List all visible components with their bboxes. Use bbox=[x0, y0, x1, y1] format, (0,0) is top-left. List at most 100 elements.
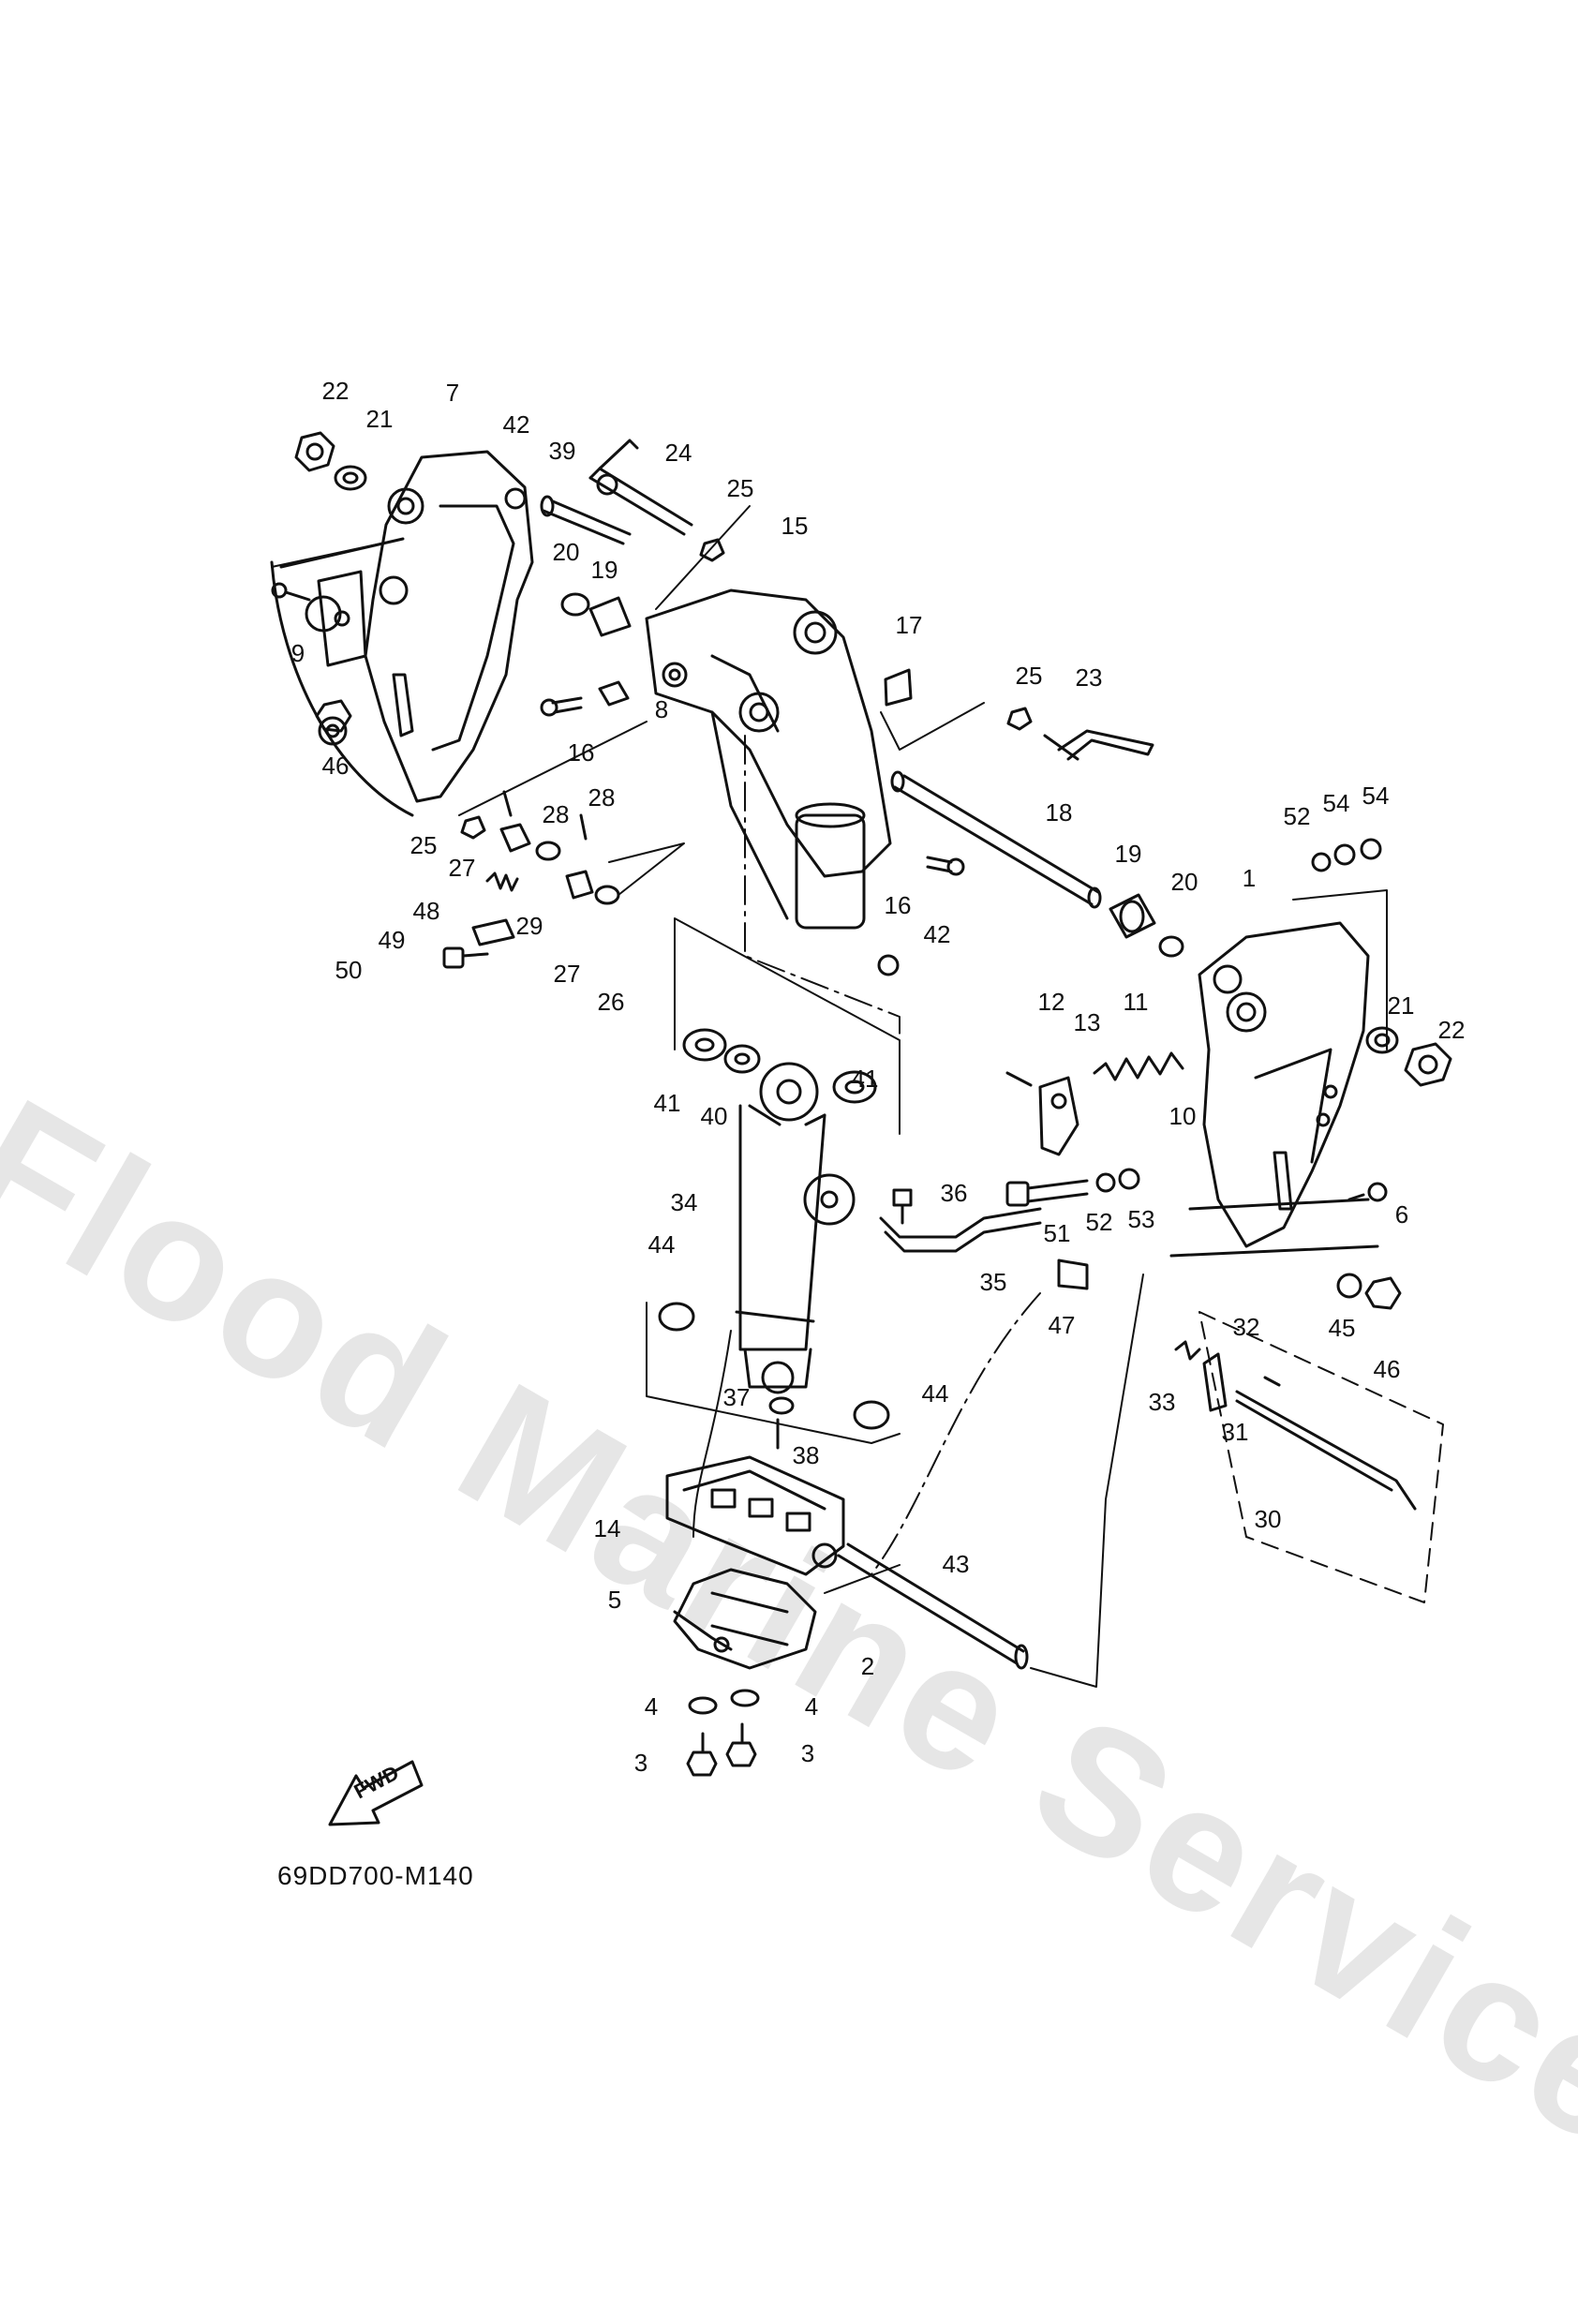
bolt-25-top bbox=[699, 538, 725, 562]
rod-43 bbox=[837, 1542, 1029, 1670]
callout-44: 44 bbox=[648, 1230, 676, 1259]
washer-4-right bbox=[730, 1689, 760, 1707]
spring-11 bbox=[1093, 1051, 1184, 1081]
callout-22: 22 bbox=[1438, 1016, 1466, 1044]
pin-39 bbox=[540, 495, 632, 545]
bolt-51 bbox=[1005, 1179, 1089, 1207]
nut-22-left bbox=[294, 431, 335, 472]
bushing-41-right bbox=[832, 1070, 877, 1104]
callout-20: 20 bbox=[1171, 868, 1198, 896]
callout-10: 10 bbox=[1169, 1102, 1197, 1130]
callout-32: 32 bbox=[1233, 1313, 1260, 1341]
callout-21: 21 bbox=[366, 405, 394, 433]
callout-17: 17 bbox=[896, 611, 923, 639]
callout-9: 9 bbox=[291, 639, 305, 667]
callout-35: 35 bbox=[980, 1268, 1007, 1296]
callout-37: 37 bbox=[723, 1383, 751, 1411]
callout-50: 50 bbox=[335, 956, 363, 984]
washer-21-right bbox=[1365, 1026, 1399, 1054]
callout-8: 8 bbox=[655, 695, 668, 723]
callout-25: 25 bbox=[1016, 662, 1043, 690]
bolt-50 bbox=[442, 946, 489, 969]
spring-48 bbox=[485, 872, 519, 892]
plate-27-upper bbox=[499, 823, 531, 853]
callout-5: 5 bbox=[608, 1586, 621, 1614]
nut-46-right bbox=[1364, 1276, 1402, 1310]
right-clamp-bracket bbox=[1169, 921, 1379, 1258]
washer-53 bbox=[1118, 1168, 1140, 1190]
bolt-3-right bbox=[725, 1722, 757, 1767]
callout-11: 11 bbox=[1124, 988, 1149, 1016]
rod-30 bbox=[1235, 1390, 1417, 1511]
callout-34: 34 bbox=[671, 1188, 698, 1216]
nipple-16-left bbox=[540, 696, 583, 717]
screw-12 bbox=[1005, 1071, 1033, 1087]
callout-52: 52 bbox=[1284, 802, 1311, 830]
callout-25: 25 bbox=[727, 474, 754, 502]
bushing-44-upper bbox=[658, 1302, 695, 1332]
steering-shaft-18 bbox=[890, 770, 1102, 909]
callout-15: 15 bbox=[782, 512, 809, 540]
callout-21: 21 bbox=[1388, 991, 1415, 1020]
plate-13 bbox=[1038, 1076, 1079, 1156]
clamp-2 bbox=[673, 1568, 817, 1670]
callout-54: 54 bbox=[1323, 789, 1350, 817]
bushing-41-left bbox=[682, 1028, 727, 1062]
bolt-25-right bbox=[1006, 707, 1033, 731]
diagram-code: 69DD700-M140 bbox=[277, 1861, 474, 1890]
wire-5 bbox=[673, 1610, 733, 1653]
nipple-16-right bbox=[926, 856, 965, 876]
callout-16: 16 bbox=[568, 738, 595, 767]
callout-4: 4 bbox=[645, 1692, 658, 1721]
bolt-25-left bbox=[460, 815, 486, 840]
callout-22: 22 bbox=[322, 377, 350, 405]
washer-21-left bbox=[334, 465, 367, 491]
collar-29 bbox=[535, 841, 561, 861]
callout-14: 14 bbox=[594, 1514, 621, 1542]
callout-1: 1 bbox=[1243, 864, 1256, 892]
callout-45: 45 bbox=[1329, 1314, 1356, 1342]
circlip-42-mid bbox=[877, 954, 900, 976]
callout-31: 31 bbox=[1222, 1418, 1249, 1446]
callout-16: 16 bbox=[885, 891, 912, 919]
callout-23: 23 bbox=[1076, 663, 1103, 692]
callout-46: 46 bbox=[322, 752, 350, 780]
callout-3: 3 bbox=[634, 1749, 648, 1777]
bolt-3-left bbox=[686, 1732, 718, 1777]
callout-4: 4 bbox=[805, 1692, 818, 1721]
circlip-42-top bbox=[504, 487, 527, 510]
callout-33: 33 bbox=[1149, 1388, 1176, 1416]
washer-20-left bbox=[560, 592, 590, 617]
pin-28-left bbox=[502, 790, 513, 817]
callout-39: 39 bbox=[549, 437, 576, 465]
fwd-label: FWD bbox=[350, 1761, 403, 1804]
callout-20: 20 bbox=[553, 538, 580, 566]
bracket-14 bbox=[665, 1455, 845, 1576]
callout-27: 27 bbox=[554, 960, 581, 988]
callout-7: 7 bbox=[446, 379, 459, 407]
washer-52-top bbox=[1311, 852, 1332, 872]
callout-30: 30 bbox=[1255, 1505, 1282, 1533]
callout-12: 12 bbox=[1038, 988, 1065, 1016]
bolt-6 bbox=[1347, 1182, 1388, 1202]
bush-19-left bbox=[588, 596, 632, 637]
callout-40: 40 bbox=[701, 1102, 728, 1130]
callout-44: 44 bbox=[922, 1379, 949, 1408]
callout-46: 46 bbox=[1374, 1355, 1401, 1383]
callout-49: 49 bbox=[379, 926, 406, 954]
callout-42: 42 bbox=[924, 920, 951, 948]
bushing-44-lower bbox=[853, 1400, 890, 1430]
callout-26: 26 bbox=[598, 988, 625, 1016]
rod-35 bbox=[879, 1207, 1042, 1253]
callout-19: 19 bbox=[591, 556, 618, 584]
callout-42: 42 bbox=[503, 410, 530, 439]
washer-52 bbox=[1095, 1172, 1116, 1193]
tilt-lever-24 bbox=[588, 439, 693, 536]
plate-27-lower bbox=[565, 870, 594, 900]
callout-47: 47 bbox=[1049, 1311, 1076, 1339]
tilt-lever-23 bbox=[1043, 729, 1154, 761]
pin-28-right bbox=[579, 813, 588, 841]
cap-47 bbox=[1057, 1259, 1089, 1290]
washer-4-left bbox=[688, 1696, 718, 1715]
